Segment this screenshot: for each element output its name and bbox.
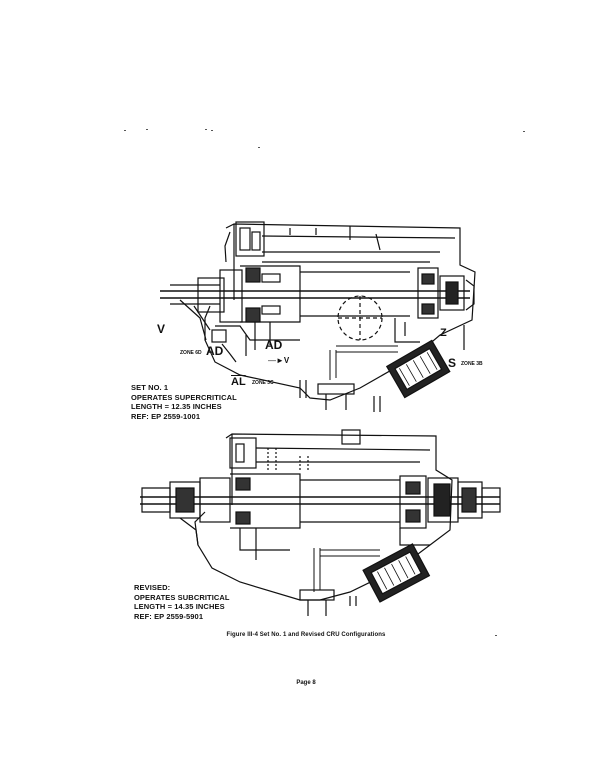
label-zone-3b: ZONE 3B <box>461 361 483 367</box>
page-number: Page 8 <box>296 680 316 686</box>
label-v-arrow-text: V <box>283 356 290 365</box>
label-v-arrow: —►V <box>268 356 289 365</box>
set-no1-notes: SET NO. 1 OPERATES SUPERCRITICAL LENGTH … <box>131 383 237 421</box>
label-zone-6d: ZONE 6D <box>180 350 202 356</box>
scan-speck <box>523 131 525 132</box>
label-z-right: Z <box>440 327 447 339</box>
scan-speck <box>124 130 126 131</box>
label-ad-left: AD <box>206 344 224 358</box>
scan-speck <box>205 129 207 130</box>
note-line: REF: EP 2559-1001 <box>131 411 201 421</box>
scan-speck <box>211 130 213 131</box>
figure-caption: Figure III-4 Set No. 1 and Revised CRU C… <box>226 632 386 638</box>
note-line: OPERATES SUBCRITICAL <box>134 592 230 602</box>
note-line: OPERATES SUPERCRITICAL <box>131 392 237 402</box>
note-line: REF: EP 2559-5901 <box>134 611 204 621</box>
scan-speck <box>258 147 260 148</box>
scan-speck <box>495 635 497 636</box>
label-ad-mid: AD <box>265 338 283 352</box>
revised-notes: REVISED: OPERATES SUBCRITICAL LENGTH = 1… <box>134 583 230 621</box>
note-line: LENGTH = 14.35 INCHES <box>134 602 225 611</box>
label-al: AL <box>231 376 246 388</box>
note-line: SET NO. 1 <box>131 383 169 392</box>
arrow-right-icon: —► <box>268 356 284 365</box>
label-s-zone: S <box>448 356 457 370</box>
note-line: LENGTH = 12.35 INCHES <box>131 402 222 411</box>
note-line: REVISED: <box>134 583 171 592</box>
scan-speck <box>146 129 148 130</box>
label-zone-3c: ZONE 3C <box>252 380 274 386</box>
label-v-left: V <box>157 322 166 336</box>
